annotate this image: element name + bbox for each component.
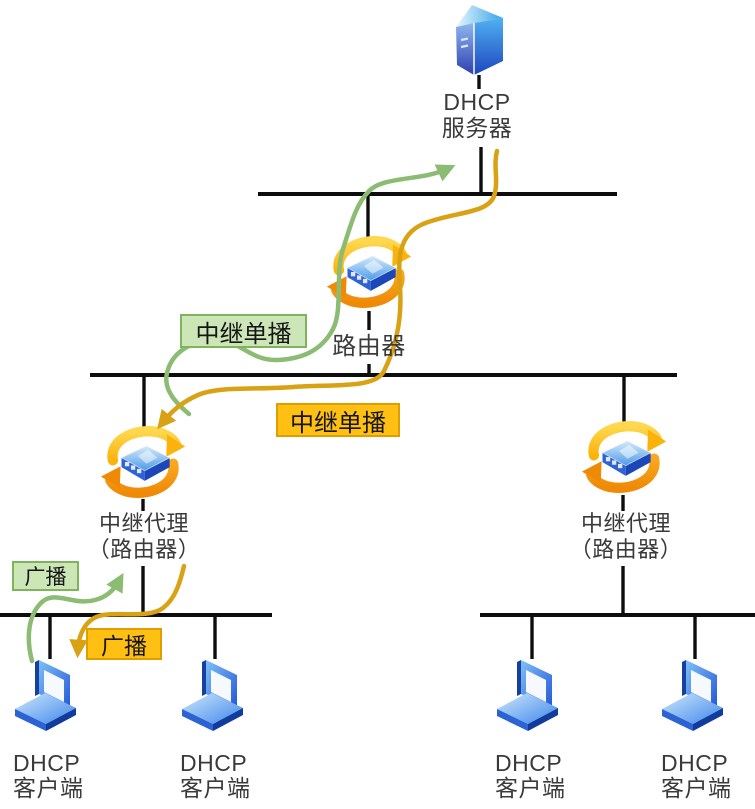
relay-agent-router-icon — [100, 422, 186, 502]
relay-unicast-badge-orange: 中继单播 — [276, 403, 400, 437]
badge-label: 中继单播 — [290, 409, 386, 437]
badge-label: 广播 — [101, 633, 147, 659]
broadcast-badge-orange: 广播 — [86, 628, 162, 660]
relay-agent-router-icon — [581, 417, 667, 497]
broadcast-badge-green: 广播 — [12, 561, 79, 591]
relay-agent-right-label: 中继代理 （路由器） — [569, 511, 683, 562]
router-icon — [326, 232, 412, 312]
server-icon — [453, 2, 503, 80]
laptop-icon — [12, 658, 84, 738]
badge-label: 广播 — [24, 566, 67, 589]
dhcp-client-label: DHCP 客户端 — [661, 750, 732, 801]
router-label: 路由器 — [332, 333, 406, 360]
dhcp-client-label: DHCP 客户端 — [495, 750, 566, 801]
relay-agent-left-label: 中继代理 （路由器） — [87, 511, 201, 562]
laptop-icon — [659, 658, 731, 738]
laptop-icon — [179, 658, 251, 738]
laptop-icon — [494, 658, 566, 738]
dhcp-client-label: DHCP 客户端 — [180, 750, 251, 801]
relay-unicast-badge-green: 中继单播 — [180, 314, 307, 348]
dhcp-client-label: DHCP 客户端 — [13, 750, 84, 801]
badge-label: 中继单播 — [195, 320, 292, 348]
dhcp-server-label: DHCP 服务器 — [441, 89, 513, 141]
